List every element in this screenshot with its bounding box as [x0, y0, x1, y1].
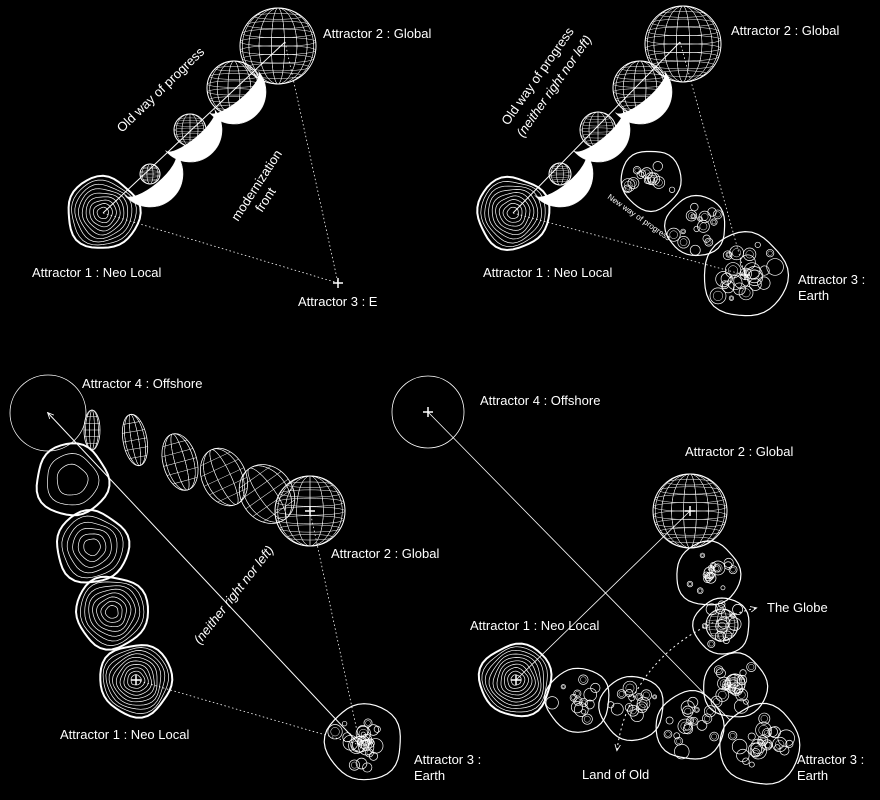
earth-attractor-cross	[333, 278, 343, 288]
neo-local-attractor	[477, 642, 553, 718]
retreat-ring-1	[35, 442, 111, 517]
progress-stage-4	[612, 60, 673, 125]
orbit-stage-3	[199, 447, 249, 507]
globe-label: The Globe	[767, 600, 828, 615]
progress-stage-4	[206, 60, 267, 125]
panel-3: Attractor 4 : Offshore Attractor 2 : Glo…	[9, 374, 481, 783]
panel-4: Attractor 4 : Offshore Attractor 2 : Glo…	[391, 375, 864, 785]
new-way-stage-1	[620, 150, 682, 213]
new-way-label: New way of progress	[606, 192, 672, 242]
attractor-2-label: Attractor 2 : Global	[331, 546, 439, 561]
local-global-line	[515, 510, 691, 681]
link-global-earth	[284, 41, 339, 284]
local-cross	[131, 675, 141, 685]
attractor-3-label: Attractor 3 : E	[298, 294, 378, 309]
link-local-earth	[102, 212, 339, 284]
attractor-2-label: Attractor 2 : Global	[685, 444, 793, 459]
link-local-earth	[135, 679, 361, 746]
land-label: Land of Old	[582, 767, 649, 782]
earth-attractor-cross	[740, 270, 750, 280]
tower-stage-1	[676, 540, 742, 606]
attractor-1-label: Attractor 1 : Neo Local	[483, 265, 612, 280]
link-local-earth	[512, 212, 746, 276]
attractor-4-label: Attractor 4 : Offshore	[480, 393, 600, 408]
attractor-3-label-line2: Earth	[414, 768, 445, 783]
row-stage-2	[598, 675, 664, 742]
attractor-1-label: Attractor 1 : Neo Local	[470, 618, 599, 633]
neo-local-attractor	[99, 644, 174, 719]
new-way-stage-2	[663, 194, 726, 257]
neo-local-attractor	[67, 174, 142, 249]
global-cross	[685, 506, 695, 516]
front-label-line1: modernization	[228, 147, 285, 224]
attractor-4-label: Attractor 4 : Offshore	[82, 376, 202, 391]
progress-stage-3	[165, 109, 223, 163]
panel-2: Attractor 2 : Global Attractor 1 : Neo L…	[476, 5, 865, 317]
earth-attractor	[703, 230, 790, 317]
global-attractor-sphere	[644, 5, 722, 83]
orbit-stage-4	[238, 464, 296, 524]
earth-attractor	[323, 703, 401, 781]
retreat-ring-2	[55, 508, 131, 584]
attractor-1-label: Attractor 1 : Neo Local	[60, 727, 189, 742]
retreat-ring-3	[74, 575, 150, 651]
diagonal-label: (neither right nor left)	[191, 543, 277, 647]
tower-stage-3	[703, 652, 769, 718]
attractor-3-label-line2: Earth	[798, 288, 829, 303]
tower-stage-2	[692, 597, 750, 655]
progress-label: Old way of progress	[114, 44, 208, 135]
orbit-stage-1	[121, 413, 149, 467]
panel-1: Attractor 2 : Global Attractor 1 : Neo L…	[32, 7, 431, 309]
attractor-2-label: Attractor 2 : Global	[731, 23, 839, 38]
attractor-3-label-line2: Earth	[797, 768, 828, 783]
offshore-cross	[423, 407, 433, 417]
row-stage-1	[543, 667, 610, 733]
attractor-3-label-line1: Attractor 3 :	[798, 272, 865, 287]
earth-attractor	[719, 702, 801, 785]
attractor-2-label: Attractor 2 : Global	[323, 26, 431, 41]
diagonal-arrow	[48, 413, 361, 746]
progress-stage-3	[573, 109, 631, 163]
orbit-stage-2	[161, 433, 199, 491]
attractor-1-label: Attractor 1 : Neo Local	[32, 265, 161, 280]
attractor-3-label-line1: Attractor 3 :	[797, 752, 864, 767]
neo-local-attractor	[476, 175, 551, 252]
attractor-3-label-line1: Attractor 3 :	[414, 752, 481, 767]
global-cross	[305, 506, 315, 516]
row-stage-3	[655, 689, 725, 760]
progress-stage-2	[124, 152, 184, 208]
offshore-attractor	[391, 375, 465, 449]
global-attractor-sphere	[239, 7, 317, 85]
local-cross	[511, 675, 521, 685]
